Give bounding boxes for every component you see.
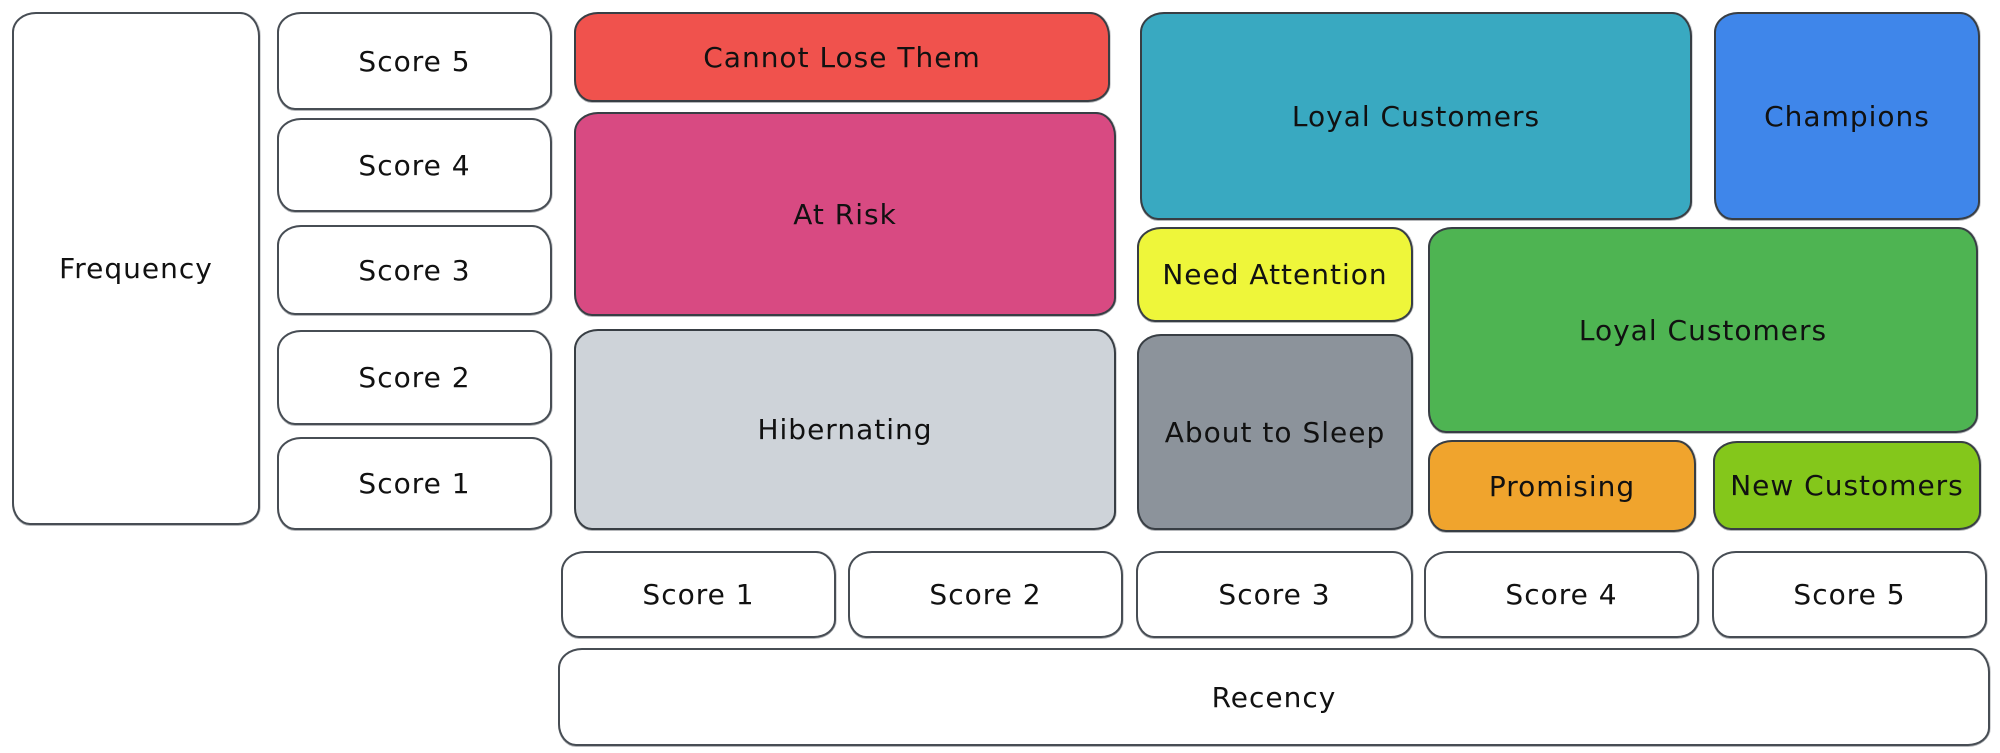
frequency-score-box-4: Score 4 bbox=[277, 118, 552, 212]
segment-hibernating-label: Hibernating bbox=[757, 413, 933, 446]
segment-at-risk: At Risk bbox=[574, 112, 1116, 316]
recency-score-box-5: Score 5 bbox=[1712, 551, 1987, 638]
recency-score-3-label: Score 3 bbox=[1218, 578, 1331, 611]
frequency-axis-box: Frequency bbox=[12, 12, 260, 525]
recency-score-box-4: Score 4 bbox=[1424, 551, 1699, 638]
segment-cannot-lose-them: Cannot Lose Them bbox=[574, 12, 1110, 102]
segment-loyal-customers-right-label: Loyal Customers bbox=[1578, 313, 1828, 347]
recency-score-box-3: Score 3 bbox=[1136, 551, 1413, 638]
recency-score-2-label: Score 2 bbox=[929, 578, 1042, 611]
segment-new-customers: New Customers bbox=[1713, 441, 1981, 530]
segment-need-attention: Need Attention bbox=[1137, 227, 1413, 322]
segment-champions-label: Champions bbox=[1764, 99, 1930, 133]
frequency-axis-label: Frequency bbox=[59, 252, 213, 285]
frequency-score-1-label: Score 1 bbox=[358, 467, 471, 500]
segment-loyal-customers-right: Loyal Customers bbox=[1428, 227, 1978, 433]
segment-about-to-sleep-label: About to Sleep bbox=[1164, 415, 1386, 449]
frequency-score-box-5: Score 5 bbox=[277, 12, 552, 110]
recency-axis-label: Recency bbox=[1211, 680, 1337, 714]
segment-need-attention-label: Need Attention bbox=[1162, 258, 1388, 291]
recency-score-5-label: Score 5 bbox=[1793, 578, 1906, 611]
segment-new-customers-label: New Customers bbox=[1730, 469, 1964, 502]
segment-at-risk-label: At Risk bbox=[793, 197, 897, 231]
frequency-score-2-label: Score 2 bbox=[358, 361, 471, 394]
segment-champions: Champions bbox=[1714, 12, 1980, 220]
recency-score-box-2: Score 2 bbox=[848, 551, 1123, 638]
frequency-score-4-label: Score 4 bbox=[358, 148, 471, 182]
frequency-score-box-2: Score 2 bbox=[277, 330, 552, 425]
frequency-score-5-label: Score 5 bbox=[358, 44, 471, 78]
recency-axis-box: Recency bbox=[558, 648, 1990, 746]
segment-cannot-lose-them-label: Cannot Lose Them bbox=[703, 40, 981, 74]
segment-hibernating: Hibernating bbox=[574, 329, 1116, 530]
frequency-score-3-label: Score 3 bbox=[358, 253, 471, 287]
frequency-score-box-3: Score 3 bbox=[277, 225, 552, 315]
segment-loyal-customers-top: Loyal Customers bbox=[1140, 12, 1692, 220]
recency-score-box-1: Score 1 bbox=[561, 551, 836, 638]
segment-promising-label: Promising bbox=[1488, 469, 1636, 503]
segment-promising: Promising bbox=[1428, 440, 1696, 532]
recency-score-4-label: Score 4 bbox=[1505, 578, 1618, 611]
frequency-score-box-1: Score 1 bbox=[277, 437, 552, 530]
segment-about-to-sleep: About to Sleep bbox=[1137, 334, 1413, 530]
segment-loyal-customers-top-label: Loyal Customers bbox=[1291, 99, 1541, 133]
recency-score-1-label: Score 1 bbox=[642, 578, 755, 611]
